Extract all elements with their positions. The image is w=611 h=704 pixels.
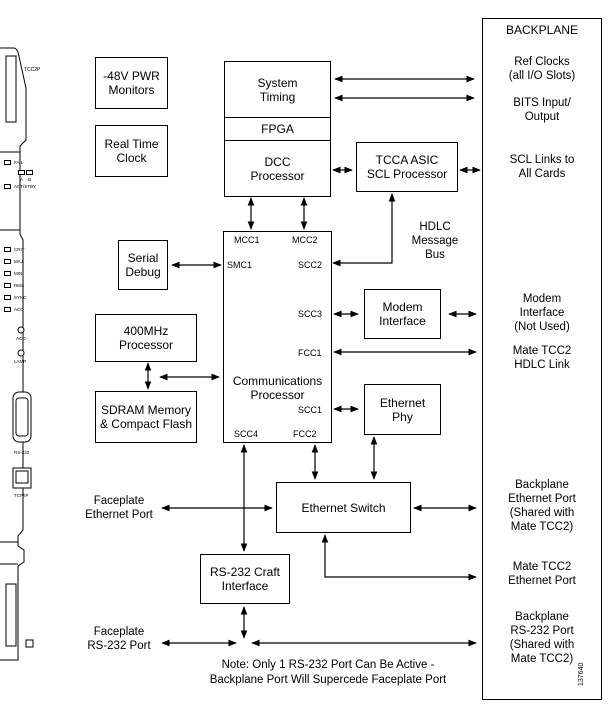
a-label: A: [20, 177, 24, 182]
b-label: B: [28, 177, 32, 182]
rs232-craft-block: RS-232 Craft Interface: [200, 554, 290, 604]
mcc1-port: MCC1: [234, 235, 260, 245]
system-timing-block: System Timing: [224, 61, 331, 118]
scc3-port: SCC3: [298, 309, 323, 319]
sync-label: SYNC: [14, 295, 27, 300]
mate-hdlc-label: Mate TCC2 HDLC Link: [512, 345, 572, 371]
faceplate-card-name: TCC2P: [24, 67, 41, 73]
min-label: MIN: [14, 271, 23, 276]
sdram-block: SDRAM Memory & Compact Flash: [95, 391, 197, 443]
faceplate-rs232-label: Faceplate RS-232 Port: [87, 626, 151, 652]
lamp-button-label: LAMP: [14, 359, 27, 364]
min-led: [4, 271, 11, 276]
pwr-monitors-block: -48V PWR Monitors: [95, 57, 168, 109]
communications-processor-label: Communications Processor: [232, 374, 323, 402]
aco-button-label: ACO: [16, 336, 26, 341]
smc1-port: SMC1: [227, 260, 253, 270]
modem-interface-block: Modem Interface: [364, 289, 441, 339]
faceplate-ethernet-label: Faceplate Ethernet Port: [85, 495, 153, 521]
hdlc-bus-label: HDLC Message Bus: [411, 221, 459, 261]
crit-label: CRIT: [14, 247, 25, 252]
serial-debug-block: Serial Debug: [118, 240, 168, 290]
communications-processor-block: [223, 231, 332, 443]
mcc2-port: MCC2: [292, 235, 318, 245]
fpga-block: FPGA: [224, 117, 331, 141]
tcpip-port-label: TCP/IP: [14, 493, 29, 498]
bits-label: BITS Input/ Output: [513, 97, 571, 123]
dcc-processor-block: DCC Processor: [224, 140, 331, 197]
rem-label: REM: [14, 283, 24, 288]
backplane-ethernet-label: Backplane Ethernet Port (Shared with Mat…: [508, 479, 576, 533]
sync-led: [4, 295, 11, 300]
scc1-port: SCC1: [298, 405, 323, 415]
scc4-port: SCC4: [234, 429, 259, 439]
note-text: Note: Only 1 RS-232 Port Can Be Active -…: [209, 659, 447, 686]
fcc2-port: FCC2: [293, 429, 317, 439]
fcc1-port: FCC1: [298, 348, 322, 358]
crit-led: [4, 247, 11, 252]
ref-clocks-label: Ref Clocks (all I/O Slots): [508, 56, 576, 82]
aco-led-label: ACO: [14, 307, 24, 312]
fail-led: [4, 160, 11, 165]
rs232-port-label: RS-232: [14, 450, 30, 455]
backplane-rs232-label: Backplane RS-232 Port (Shared with Mate …: [509, 611, 575, 665]
ethernet-phy-block: Ethernet Phy: [364, 384, 441, 435]
maj-led: [4, 259, 11, 264]
tcca-asic-block: TCCA ASIC SCL Processor: [356, 142, 458, 192]
processor-block: 400MHz Processor: [95, 314, 197, 362]
figure-id: 137640: [578, 662, 585, 686]
act-stby-label: ACT/STBY: [14, 184, 37, 189]
mate-ethernet-label: Mate TCC2 Ethernet Port: [508, 561, 576, 587]
scl-links-label: SCL Links to All Cards: [509, 154, 575, 180]
fail-label: FAIL: [14, 160, 24, 165]
maj-label: MAJ: [14, 259, 23, 264]
scc2-port: SCC2: [298, 260, 323, 270]
backplane-panel: [482, 18, 602, 700]
aco-led: [4, 307, 11, 312]
real-time-clock-block: Real Time Clock: [95, 125, 168, 177]
b-led: [26, 170, 33, 175]
backplane-title: BACKPLANE: [505, 23, 579, 37]
rem-led: [4, 283, 11, 288]
a-led: [18, 170, 25, 175]
modem-interface-bp-label: Modem Interface (Not Used): [514, 293, 570, 333]
ethernet-switch-block: Ethernet Switch: [276, 482, 411, 533]
act-stby-led: [4, 184, 11, 189]
